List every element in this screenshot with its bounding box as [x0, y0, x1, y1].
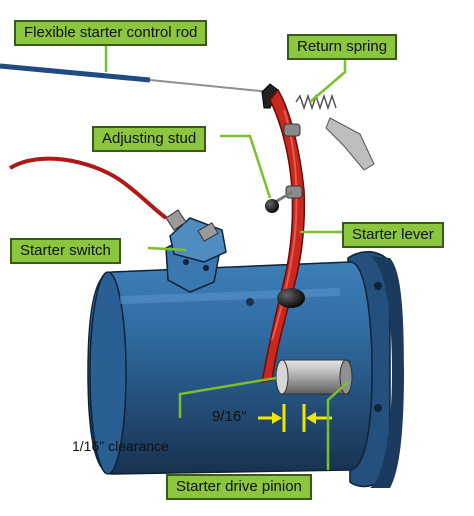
dimension-marker	[258, 404, 332, 432]
motor-flange-rim	[370, 256, 404, 488]
label-dimension-9-16: 9/16"	[212, 408, 247, 425]
adjusting-stud-ball	[265, 199, 279, 213]
label-clearance: 1/16" clearance	[72, 438, 169, 454]
label-return-spring: Return spring	[287, 34, 398, 60]
spring-bracket	[325, 117, 375, 171]
label-starter-drive-pinion: Starter drive pinion	[166, 474, 312, 500]
label-flexible-rod: Flexible starter control rod	[14, 20, 208, 46]
switch-cable	[8, 156, 168, 220]
flange-bolt-top	[374, 282, 382, 290]
leader-clearance	[178, 376, 277, 418]
starter-motor	[87, 251, 404, 488]
leader-lines	[104, 46, 349, 470]
label-starter-switch: Starter switch	[10, 238, 121, 264]
motor-cylinder	[87, 261, 373, 475]
body-screw	[246, 298, 254, 306]
starter-lever-assembly	[261, 83, 375, 383]
leader-spring	[309, 54, 347, 103]
label-adjusting-stud: Adjusting stud	[92, 126, 207, 152]
label-starter-lever: Starter lever	[342, 222, 444, 248]
leader-switch	[147, 246, 187, 252]
control-rod	[0, 63, 271, 93]
motor-end-cap	[89, 271, 127, 475]
leader-stud	[220, 134, 272, 199]
flange-bolt-bottom	[374, 404, 382, 412]
leader-pinion	[326, 381, 349, 470]
